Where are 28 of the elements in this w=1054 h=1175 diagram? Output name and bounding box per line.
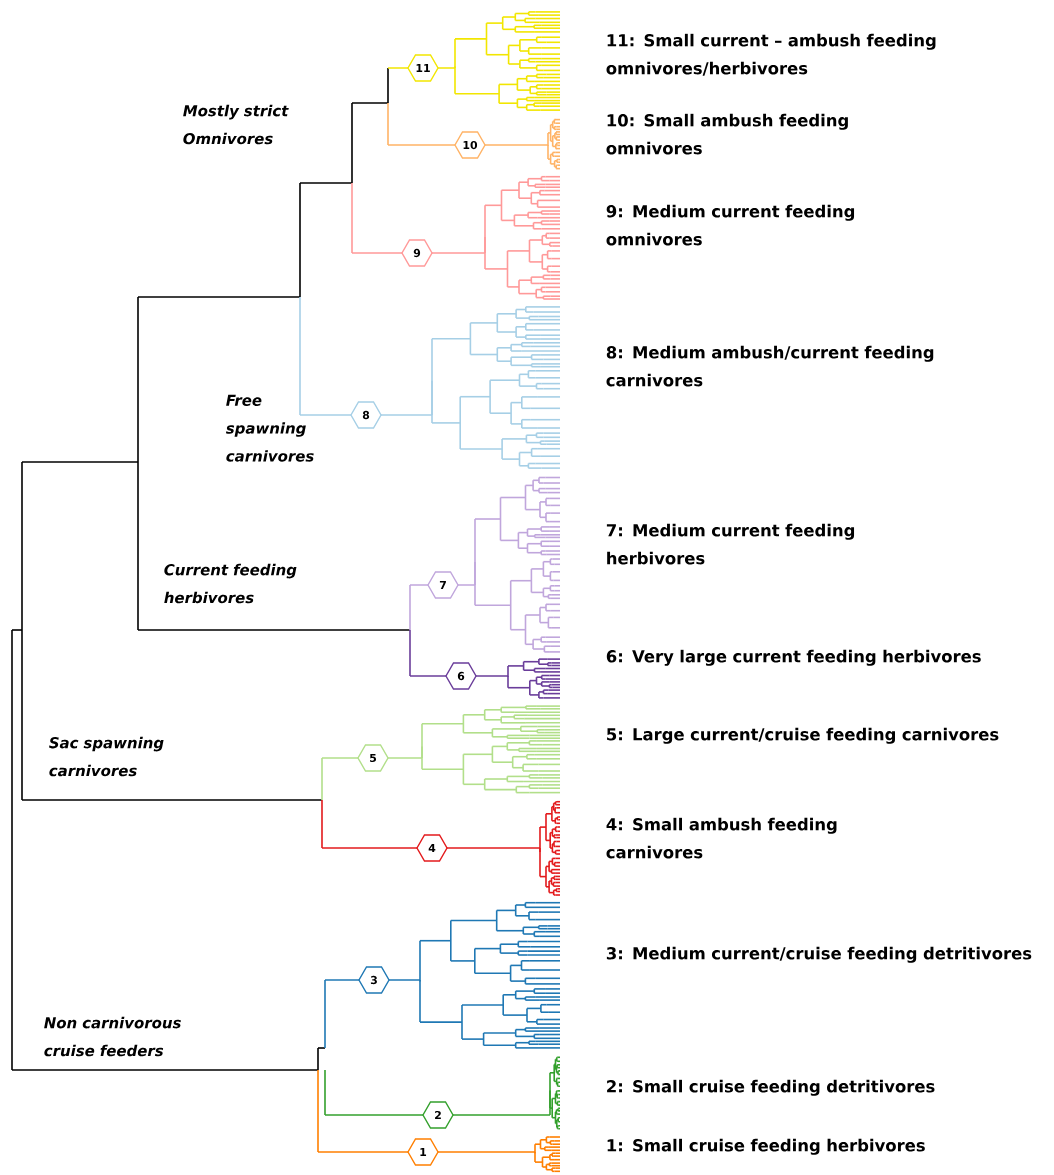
group-label: Mostly strict Omnivores: [183, 104, 289, 145]
cluster-badge: 10: [454, 131, 486, 159]
cluster-badge: 4: [416, 834, 448, 862]
cluster-description: 6: Very large current feeding herbivores: [606, 649, 981, 666]
cluster-badge: 2: [422, 1101, 454, 1129]
node-label: 1: [420, 1148, 427, 1156]
group-label: Non carnivorous cruise feeders: [44, 1016, 181, 1057]
group-label: Free spawning carnivores: [225, 394, 314, 462]
group-label: Current feeding herbivores: [164, 563, 297, 604]
group-label: Sac spawning carnivores: [49, 736, 164, 777]
cluster-badge: 6: [445, 662, 477, 690]
cluster-badge: 1: [407, 1138, 439, 1166]
cluster-badge: 9: [401, 239, 433, 267]
cluster-description: 7: Medium current feeding herbivores: [606, 523, 855, 565]
cluster-description: 10: Small ambush feeding omnivores: [606, 113, 848, 155]
cluster-description: 1: Small cruise feeding herbivores: [607, 1138, 925, 1155]
cluster-description: 3: Medium current/cruise feeding detritivores: [606, 946, 1032, 963]
cluster-badge: 5: [357, 744, 389, 772]
cluster-badge: 7: [427, 571, 459, 599]
cluster-description: 11: Small current – ambush feeding omnivores/herbivores: [606, 33, 936, 76]
cluster-description: 5: Large current/cruise feeding carnivores: [607, 727, 999, 744]
cluster-description: 2: Small cruise feeding detritivores: [607, 1079, 935, 1096]
cluster-description: 9: Medium current feeding omnivores: [606, 204, 855, 246]
cluster-badge: 11: [407, 54, 439, 82]
cluster-description: 8: Medium ambush/current feeding carnivores: [606, 345, 934, 387]
cluster-description: 4: Small ambush feeding carnivores: [606, 817, 837, 859]
cluster-badge: 3: [358, 966, 390, 994]
cluster-badge: 8: [350, 401, 382, 429]
